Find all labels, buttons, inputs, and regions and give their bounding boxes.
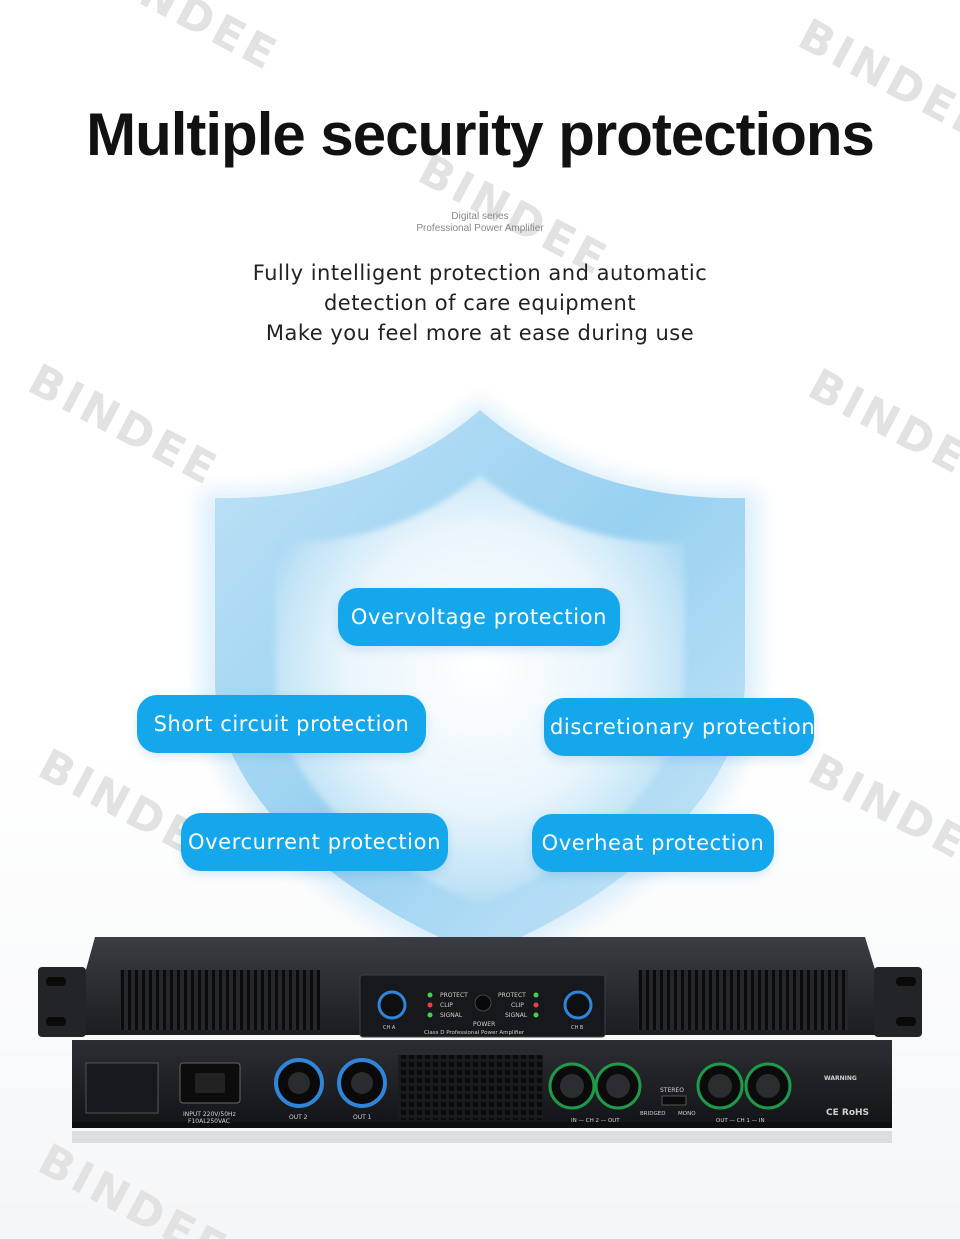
description-line: detection of care equipment: [323, 291, 637, 315]
description: Fully intelligent protection and automat…: [0, 258, 960, 348]
signal-right-label: SIGNAL: [505, 1012, 528, 1019]
mono-label: MONO: [678, 1111, 696, 1117]
ch2-io-label: IN — CH 2 — OUT: [571, 1118, 620, 1124]
ch1-io-label: OUT — CH 1 — IN: [716, 1118, 765, 1124]
overheat-protection-badge: Overheat protection: [532, 814, 774, 872]
description-line: Make you feel more at ease during use: [265, 321, 695, 345]
protect-left-label: PROTECT: [440, 992, 468, 999]
page-title: Multiple security protections: [86, 101, 875, 168]
short-circuit-protection-badge: Short circuit protection: [137, 695, 426, 753]
discretionary-protection-badge: discretionary protection: [544, 698, 814, 756]
description-line: Fully intelligent protection and automat…: [252, 261, 708, 285]
stereo-label: STEREO: [660, 1087, 684, 1094]
fuse-label: F10AL250VAC: [188, 1118, 230, 1125]
model-label: Class D Professional Power Amplifier: [424, 1030, 525, 1036]
shield-icon: [200, 398, 760, 970]
series-label-line2: Professional Power Amplifier: [416, 223, 544, 234]
series-label-line1: Digital series: [451, 211, 509, 222]
clip-left-label: CLIP: [440, 1002, 453, 1009]
out2-label: OUT 2: [289, 1114, 308, 1121]
input-voltage-label: INPUT 220V/50Hz: [183, 1111, 236, 1118]
protect-right-label: PROTECT: [498, 992, 526, 999]
certification-label: CE RoHS: [826, 1108, 869, 1118]
overcurrent-protection-badge: Overcurrent protection: [181, 813, 448, 871]
warning-label: WARNING: [824, 1075, 857, 1082]
watermark: BINDEE: [80, 0, 288, 82]
bridged-label: BRIDGED: [640, 1111, 665, 1117]
power-amplifier-image: PROTECT CLIP SIGNAL PROTECT CLIP SIGNAL …: [38, 937, 922, 1143]
power-label: POWER: [473, 1021, 495, 1028]
clip-right-label: CLIP: [511, 1002, 524, 1009]
out1-label: OUT 1: [353, 1114, 372, 1121]
overvoltage-protection-badge: Overvoltage protection: [338, 588, 620, 646]
series-label: Digital series Professional Power Amplif…: [0, 211, 960, 235]
signal-left-label: SIGNAL: [440, 1012, 463, 1019]
ch-b-label: CH B: [571, 1025, 584, 1031]
ch-a-label: CH A: [383, 1025, 396, 1031]
